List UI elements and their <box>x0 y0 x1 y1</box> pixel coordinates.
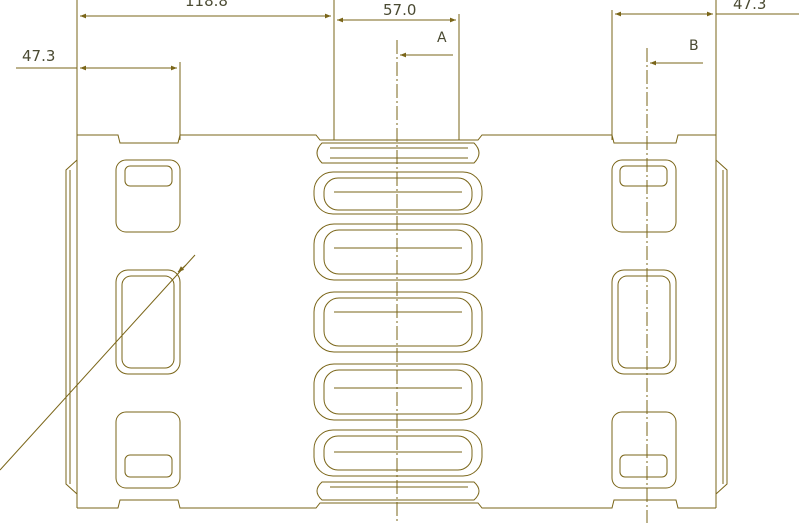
top-edge <box>77 134 716 144</box>
section-label-b: B <box>689 38 699 54</box>
slot-2 <box>313 171 483 215</box>
pocket-right-top <box>611 159 677 233</box>
leader-arrow <box>177 264 187 273</box>
slot-1 <box>316 142 480 164</box>
dimension-label-center: 57.0 <box>383 1 417 19</box>
part-outline <box>65 134 728 509</box>
center-slots <box>313 142 483 501</box>
dimension-center <box>337 14 460 140</box>
dimension-left <box>16 62 181 140</box>
slot-5 <box>313 363 483 421</box>
dimension-top-right <box>611 0 799 140</box>
left-pockets <box>115 159 181 489</box>
right-pockets <box>611 159 677 489</box>
slot-3 <box>313 223 483 281</box>
pocket-right-bottom <box>611 411 677 489</box>
dimension-label-top-right: 47.3 <box>733 0 767 13</box>
pocket-left-bottom <box>115 411 181 489</box>
dimension-label-left: 47.3 <box>22 47 56 65</box>
slot-7 <box>316 481 480 501</box>
dimension-label-top-left: 118.8 <box>185 0 228 10</box>
pocket-left-middle <box>115 269 181 375</box>
pocket-right-middle <box>611 269 677 375</box>
left-chamfer <box>65 159 78 495</box>
pocket-left-top <box>115 159 181 233</box>
slot-4 <box>313 291 483 353</box>
dimension-top-left <box>76 0 335 140</box>
right-chamfer <box>715 159 728 495</box>
bottom-edge <box>77 499 716 509</box>
leader-diagonal <box>0 254 196 471</box>
slot-6 <box>313 429 483 477</box>
leader-line <box>0 254 196 471</box>
section-label-a: A <box>437 30 447 46</box>
